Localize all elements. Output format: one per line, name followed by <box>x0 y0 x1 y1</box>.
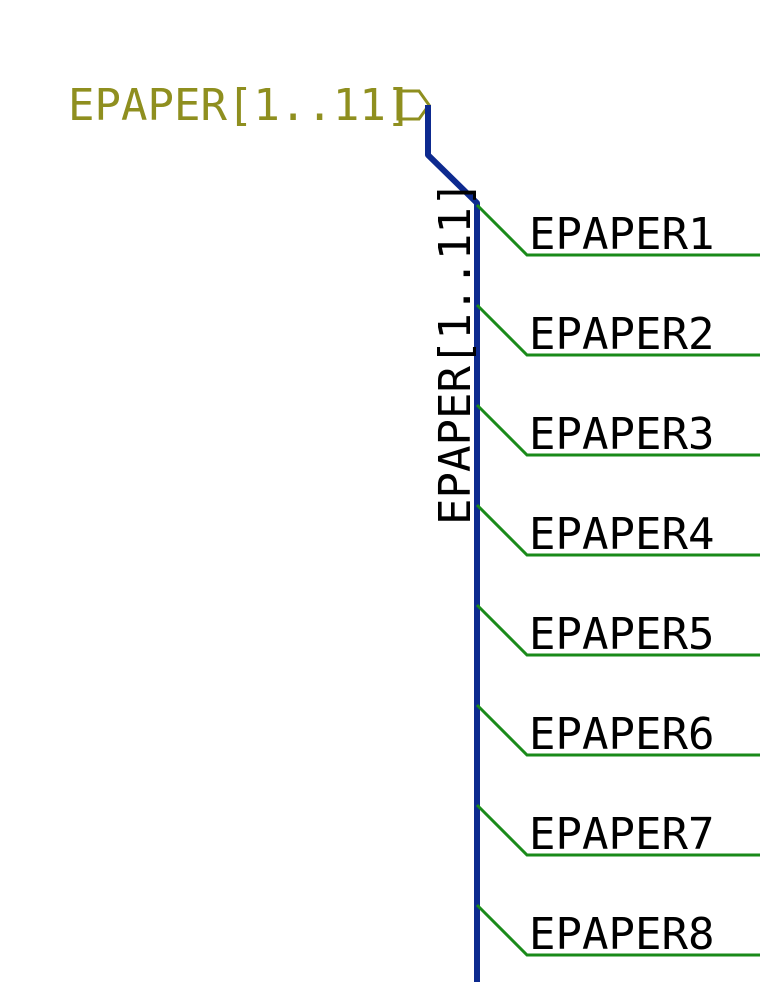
bus-entry-wire[interactable] <box>475 903 760 957</box>
net-entry[interactable]: EPAPER3 <box>475 403 760 460</box>
net-entry[interactable]: EPAPER7 <box>475 803 760 860</box>
global-label[interactable]: EPAPER[1..11] <box>68 80 431 131</box>
net-entry[interactable]: EPAPER5 <box>475 603 760 660</box>
bus-entry-wire[interactable] <box>475 803 760 857</box>
net-label: EPAPER2 <box>529 309 714 360</box>
bus-entry-wire[interactable] <box>475 403 760 457</box>
net-entry[interactable]: EPAPER2 <box>475 303 760 360</box>
bus-entry-wire[interactable] <box>475 303 760 357</box>
net-entry[interactable]: EPAPER6 <box>475 703 760 760</box>
net-label: EPAPER4 <box>529 509 714 560</box>
bus-label-text: EPAPER[1..11] <box>430 181 481 525</box>
global-label-text: EPAPER[1..11] <box>68 80 412 131</box>
net-label: EPAPER7 <box>529 809 714 860</box>
bus-entry-wire[interactable] <box>475 203 760 257</box>
net-entry[interactable]: EPAPER4 <box>475 503 760 560</box>
net-label: EPAPER1 <box>529 209 714 260</box>
net-entries: EPAPER1 EPAPER2 EPAPER3 EPAPER4 EPAPER5 … <box>475 203 760 960</box>
global-label-arrow-icon <box>396 89 431 121</box>
bus-line[interactable] <box>425 105 480 982</box>
net-label: EPAPER3 <box>529 409 714 460</box>
net-label: EPAPER6 <box>529 709 714 760</box>
net-entry[interactable]: EPAPER1 <box>475 203 760 260</box>
net-label: EPAPER5 <box>529 609 714 660</box>
net-entry[interactable]: EPAPER8 <box>475 903 760 960</box>
net-label: EPAPER8 <box>529 909 714 960</box>
bus-entry-wire[interactable] <box>475 603 760 657</box>
bus-entry-wire[interactable] <box>475 503 760 557</box>
bus-entry-wire[interactable] <box>475 703 760 757</box>
